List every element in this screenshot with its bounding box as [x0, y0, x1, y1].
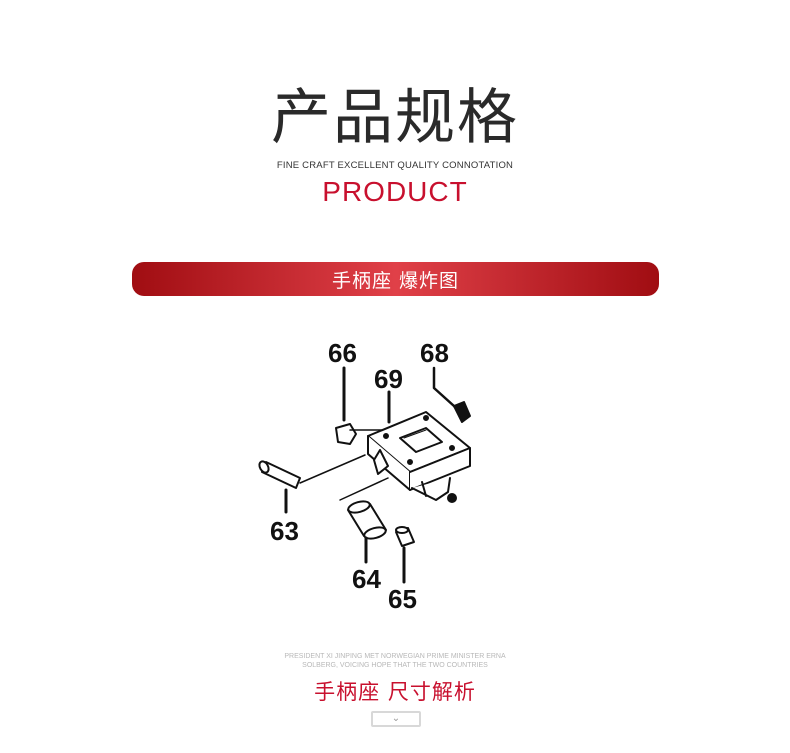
label-64: 64 — [352, 564, 381, 594]
banner-label: 手柄座 爆炸图 — [331, 269, 460, 292]
small-caption: PRESIDENT XI JINPING MET NORWEGIAN PRIME… — [0, 652, 790, 670]
small-caption-line-2: SOLBERG, VOICING HOPE THAT THE TWO COUNT… — [302, 662, 488, 669]
part-69-handle-base — [339, 390, 471, 503]
part-66-screw — [335, 366, 386, 445]
part-64-sleeve — [347, 500, 387, 564]
label-69: 69 — [374, 364, 403, 394]
label-66: 66 — [328, 338, 357, 368]
page-title: 产品规格 — [271, 83, 519, 153]
subtitle-english: FINE CRAFT EXCELLENT QUALITY CONNOTATION — [276, 160, 514, 171]
part-63-pin — [258, 454, 366, 514]
chevron-down-icon: ⌄ — [391, 713, 401, 724]
exploded-view-diagram: 66 68 69 63 64 65 — [258, 338, 471, 614]
part-65-bushing — [395, 526, 415, 584]
part-68-bolt — [432, 366, 471, 423]
label-65: 65 — [388, 584, 417, 614]
scroll-down-button[interactable]: ⌄ — [371, 711, 421, 727]
label-63: 63 — [270, 516, 299, 546]
section-banner: 手柄座 爆炸图 — [132, 262, 659, 296]
product-heading: PRODUCT — [322, 176, 468, 207]
label-68: 68 — [420, 338, 449, 368]
dimension-section-title: 手柄座 尺寸解析 — [314, 680, 476, 704]
small-caption-line-1: PRESIDENT XI JINPING MET NORWEGIAN PRIME… — [284, 653, 506, 660]
